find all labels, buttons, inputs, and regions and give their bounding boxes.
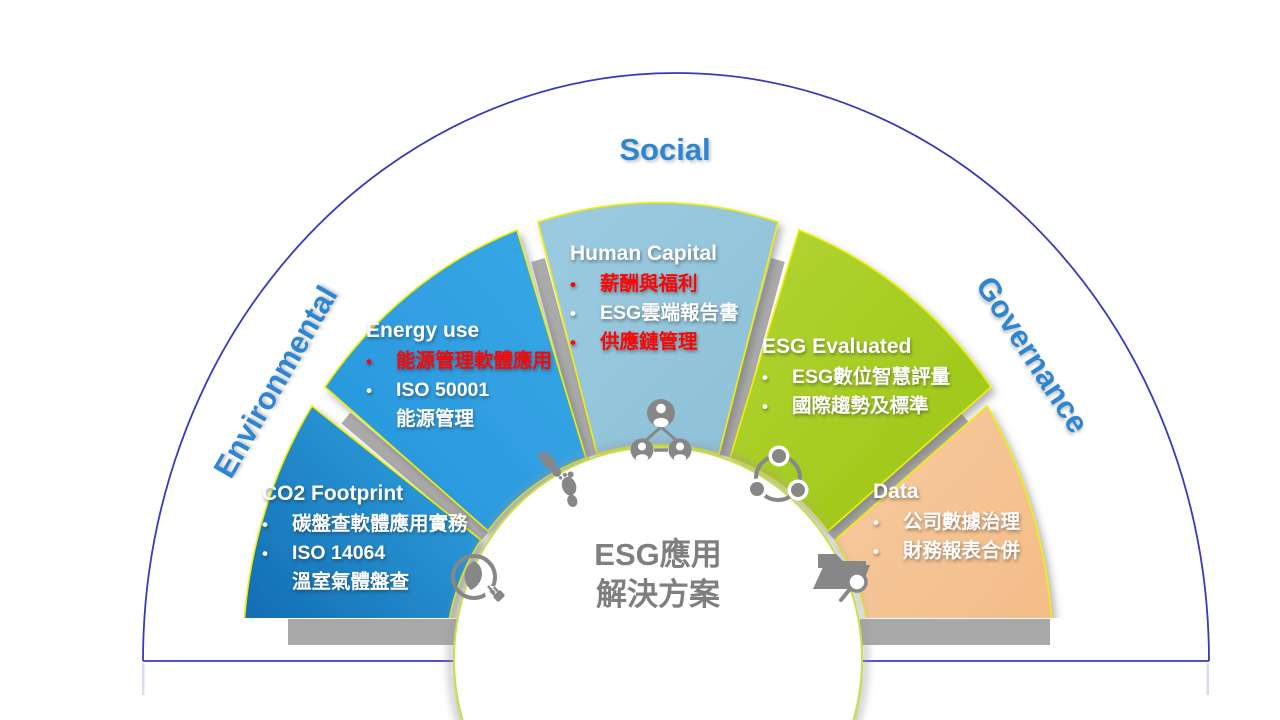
pedestal-left <box>288 619 458 645</box>
org-people-icon <box>630 399 692 462</box>
bullet-icon: • <box>366 381 372 400</box>
segment-title: ESG Evaluated <box>762 335 912 358</box>
segment-item-sub: 能源管理 <box>396 408 475 430</box>
bullet-icon: • <box>873 542 879 561</box>
pedestal-right <box>860 619 1050 645</box>
bullet-icon: • <box>570 275 576 294</box>
bullet-icon: • <box>570 304 576 323</box>
center-circle <box>453 446 863 720</box>
segment-human-capital-text: Human Capital • 薪酬與福利 • ESG雲端報告書 • 供應鏈管理 <box>570 241 780 357</box>
folder-search-icon <box>813 554 870 602</box>
cycle-network-icon <box>746 445 809 502</box>
footprints-icon <box>537 450 578 507</box>
segment-energy-use-text: Energy use • 能源管理軟體應用 • ISO 50001 能源管理 <box>366 318 586 434</box>
baseline-reflection-right <box>1206 663 1209 695</box>
segment-item: • 碳盤查軟體應用實務 <box>262 510 512 539</box>
wedge-co2-footprint <box>243 404 483 618</box>
segment-item: • 財務報表合併 <box>873 537 1063 566</box>
wedge-fan <box>243 201 1053 618</box>
center-title-line1: ESG應用 <box>594 537 722 572</box>
segment-esg-evaluated-text: ESG Evaluated • ESG數位智慧評量 • 國際趨勢及標準 <box>762 334 982 421</box>
segment-data-text: Data • 公司數據治理 • 財務報表合併 <box>873 479 1063 566</box>
gap-shadow <box>531 258 598 458</box>
segment-title: Data <box>873 480 919 503</box>
gap-shadow <box>718 258 785 458</box>
segment-title: CO2 Footprint <box>262 482 404 505</box>
icon-layer <box>451 399 870 602</box>
bullet-icon: • <box>570 333 576 352</box>
center-circle-shadow <box>447 440 869 720</box>
segment-item: • 薪酬與福利 <box>570 270 780 299</box>
bullet-icon: • <box>762 368 768 387</box>
gap-shadow <box>341 412 490 542</box>
segment-co2-footprint-text: CO2 Footprint • 碳盤查軟體應用實務 • ISO 14064 溫室… <box>262 481 512 597</box>
segment-item: • 能源管理軟體應用 <box>366 347 586 376</box>
bullet-icon: • <box>366 352 372 371</box>
gap-shadow <box>826 413 971 542</box>
eco-plug-icon <box>451 554 505 602</box>
segment-item: • 公司數據治理 <box>873 508 1063 537</box>
segment-item: • ISO 14064 <box>262 539 512 568</box>
bullet-icon: • <box>262 544 268 563</box>
segment-title: Energy use <box>366 319 480 342</box>
bullet-icon: • <box>873 513 879 532</box>
outer-boundary-arc <box>142 72 1210 662</box>
baseline-reflection-left <box>142 663 145 695</box>
center-title: ESG應用 解決方案 <box>594 535 721 615</box>
label-social: Social <box>619 132 711 167</box>
gap-shadow-bands <box>341 258 971 542</box>
segment-title: Human Capital <box>570 242 718 265</box>
segment-item: • 供應鏈管理 <box>570 328 780 357</box>
segment-item: • 國際趨勢及標準 <box>762 392 982 421</box>
segment-item: • ESG雲端報告書 <box>570 299 780 328</box>
bullet-icon: • <box>762 397 768 416</box>
segment-item: • ESG數位智慧評量 <box>762 363 982 392</box>
segment-item-sub: 溫室氣體盤查 <box>292 571 410 593</box>
segment-item: • ISO 50001 <box>366 376 586 405</box>
bullet-icon: • <box>262 515 268 534</box>
center-title-line2: 解決方案 <box>596 577 720 612</box>
